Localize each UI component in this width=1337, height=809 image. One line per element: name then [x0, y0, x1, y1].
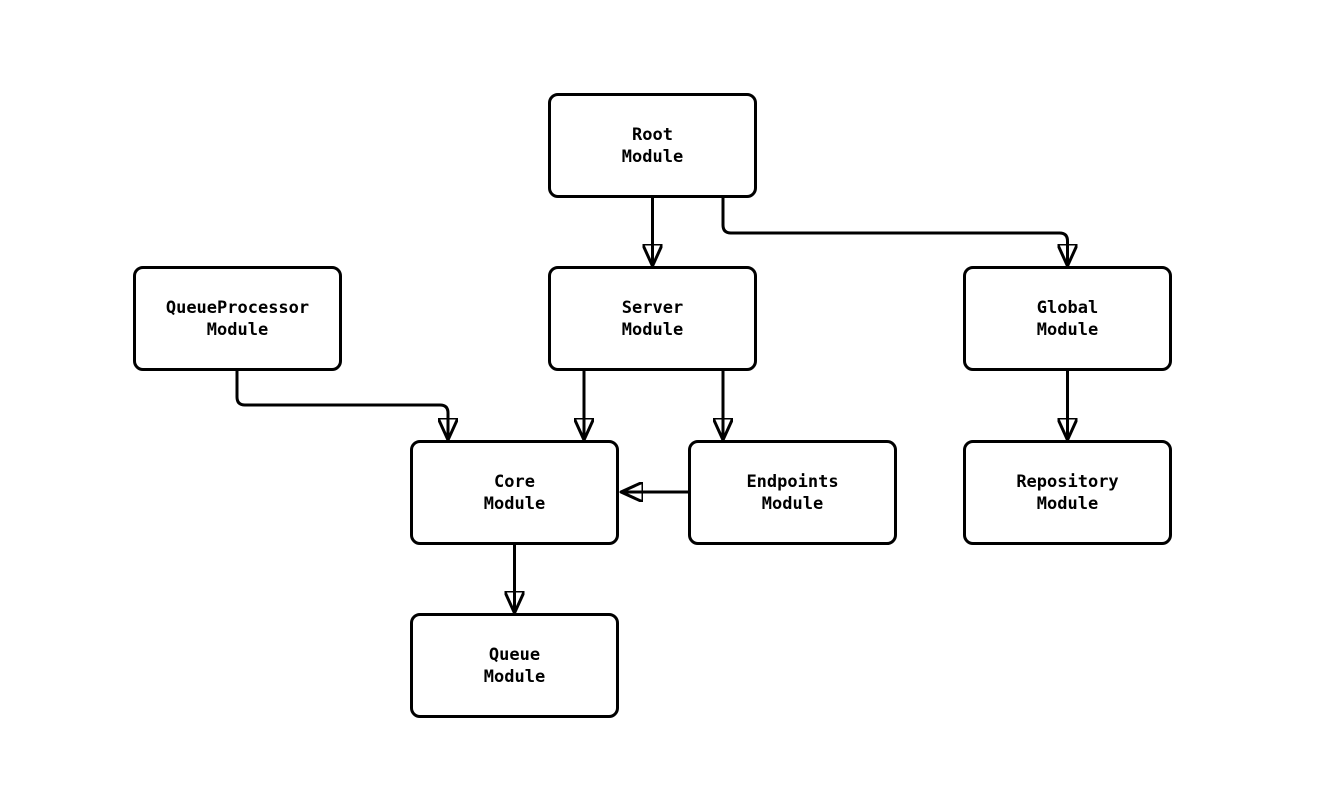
node-queue-module-label: Queue Module	[483, 644, 546, 687]
node-core-module: Core Module	[410, 440, 619, 545]
node-queueprocessor-module: QueueProcessor Module	[133, 266, 342, 371]
node-endpoints-module-label: Endpoints Module	[746, 471, 839, 514]
node-repository-module-label: Repository Module	[1016, 471, 1119, 514]
edge-root-to-global	[721, 198, 1068, 264]
node-root-module: Root Module	[548, 93, 757, 198]
node-core-module-label: Core Module	[483, 471, 546, 514]
edge-queueprocessor-to-core	[235, 371, 448, 438]
node-queueprocessor-module-label: QueueProcessor Module	[165, 297, 310, 340]
node-server-module-label: Server Module	[621, 297, 684, 340]
node-global-module: Global Module	[963, 266, 1172, 371]
node-queue-module: Queue Module	[410, 613, 619, 718]
node-repository-module: Repository Module	[963, 440, 1172, 545]
node-server-module: Server Module	[548, 266, 757, 371]
node-global-module-label: Global Module	[1036, 297, 1099, 340]
node-endpoints-module: Endpoints Module	[688, 440, 897, 545]
node-root-module-label: Root Module	[621, 124, 684, 167]
